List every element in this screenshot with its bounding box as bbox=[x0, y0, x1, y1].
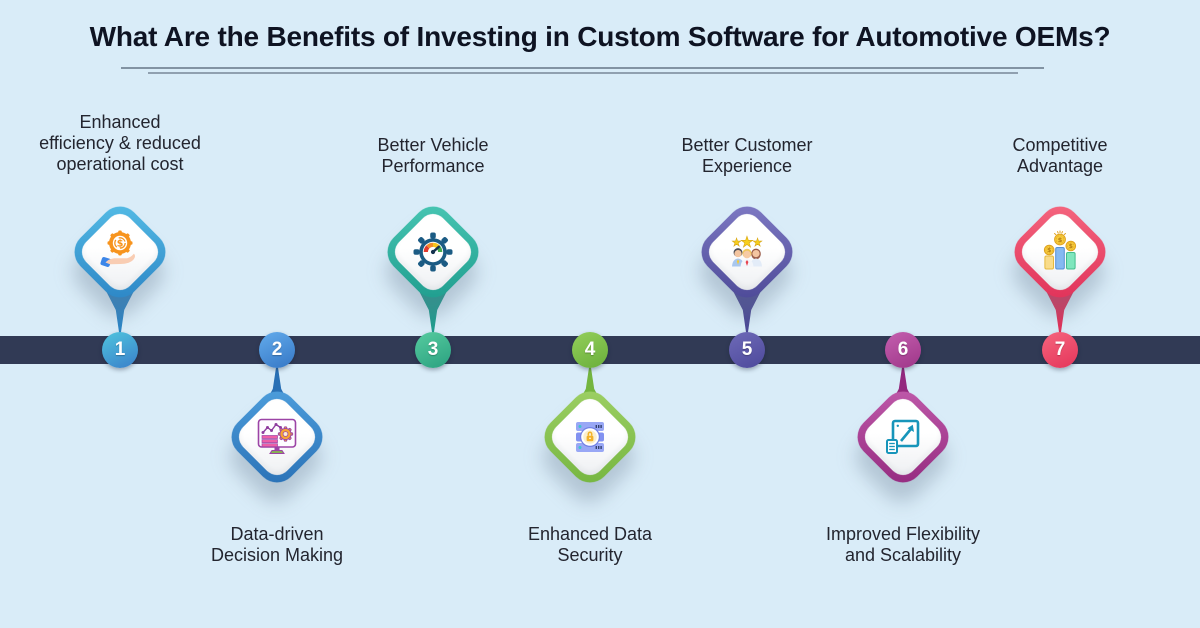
title-divider-line-2 bbox=[148, 72, 1018, 74]
secure-server-icon bbox=[576, 422, 604, 452]
benefit-label-4: Enhanced Data Security bbox=[527, 524, 653, 565]
money-gear-hand-icon: $ bbox=[100, 230, 136, 267]
benefit-label-3: Better Vehicle Performance bbox=[377, 135, 489, 176]
expand-scale-icon bbox=[886, 419, 920, 454]
step-number-badge-3: 3 bbox=[415, 332, 451, 368]
speedometer-gear-icon bbox=[413, 232, 453, 272]
step-number-badge-7: 7 bbox=[1042, 332, 1078, 368]
analytics-dashboard-icon bbox=[257, 418, 297, 454]
svg-text:★: ★ bbox=[753, 236, 763, 249]
benefit-label-2: Data-driven Decision Making bbox=[210, 524, 344, 565]
svg-text:★: ★ bbox=[740, 233, 753, 251]
svg-text:$: $ bbox=[1069, 243, 1073, 250]
svg-text:$: $ bbox=[1058, 236, 1063, 244]
growth-bars-icon: $ $ $ bbox=[1043, 230, 1077, 270]
step-number-badge-6: 6 bbox=[885, 332, 921, 368]
benefit-label-5: Better Customer Experience bbox=[681, 135, 813, 176]
benefit-label-6: Improved Flexibility and Scalability bbox=[825, 524, 981, 565]
step-number-badge-2: 2 bbox=[259, 332, 295, 368]
customer-rating-icon: ★ ★ ★ bbox=[731, 233, 763, 267]
step-number-badge-4: 4 bbox=[572, 332, 608, 368]
step-number-badge-1: 1 bbox=[102, 332, 138, 368]
benefit-label-1: Enhanced efficiency & reduced operationa… bbox=[39, 112, 201, 174]
page-title: What Are the Benefits of Investing in Cu… bbox=[89, 21, 1111, 52]
step-number-badge-5: 5 bbox=[729, 332, 765, 368]
title-divider-line-1 bbox=[121, 67, 1044, 69]
svg-text:$: $ bbox=[1047, 247, 1051, 254]
svg-text:★: ★ bbox=[732, 236, 742, 249]
svg-text:$: $ bbox=[117, 238, 124, 249]
benefit-label-7: Competitive Advantage bbox=[1012, 135, 1108, 176]
